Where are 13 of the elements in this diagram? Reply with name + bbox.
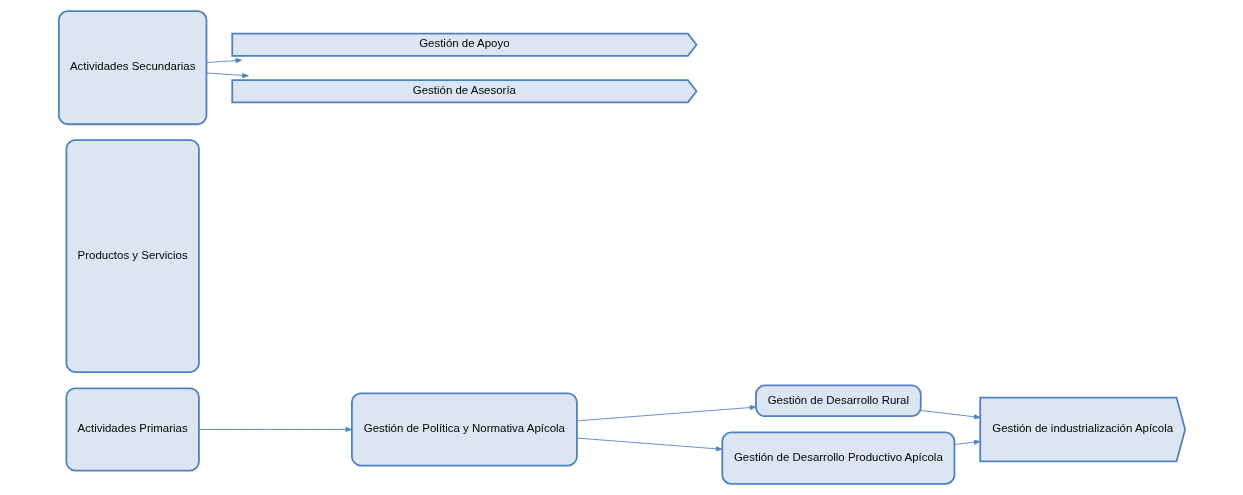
- arrow: [205, 58, 242, 64]
- arrow: [920, 410, 981, 420]
- node-box: Gestión de Desarrollo Productivo Apícola: [720, 431, 955, 485]
- node-box: Actividades Primarias: [65, 387, 200, 472]
- node-box: Productos y Servicios: [65, 139, 200, 374]
- arrow: [205, 72, 249, 78]
- node-box: Gestión de Política y Normativa Apícola: [350, 392, 578, 467]
- node-box: Gestión de Desarrollo Rural: [754, 384, 922, 418]
- arrow: [198, 427, 352, 432]
- arrow: [575, 405, 756, 422]
- arrow: [953, 439, 981, 445]
- node-box: Actividades Secundarias: [57, 10, 207, 126]
- arrow: [575, 437, 722, 452]
